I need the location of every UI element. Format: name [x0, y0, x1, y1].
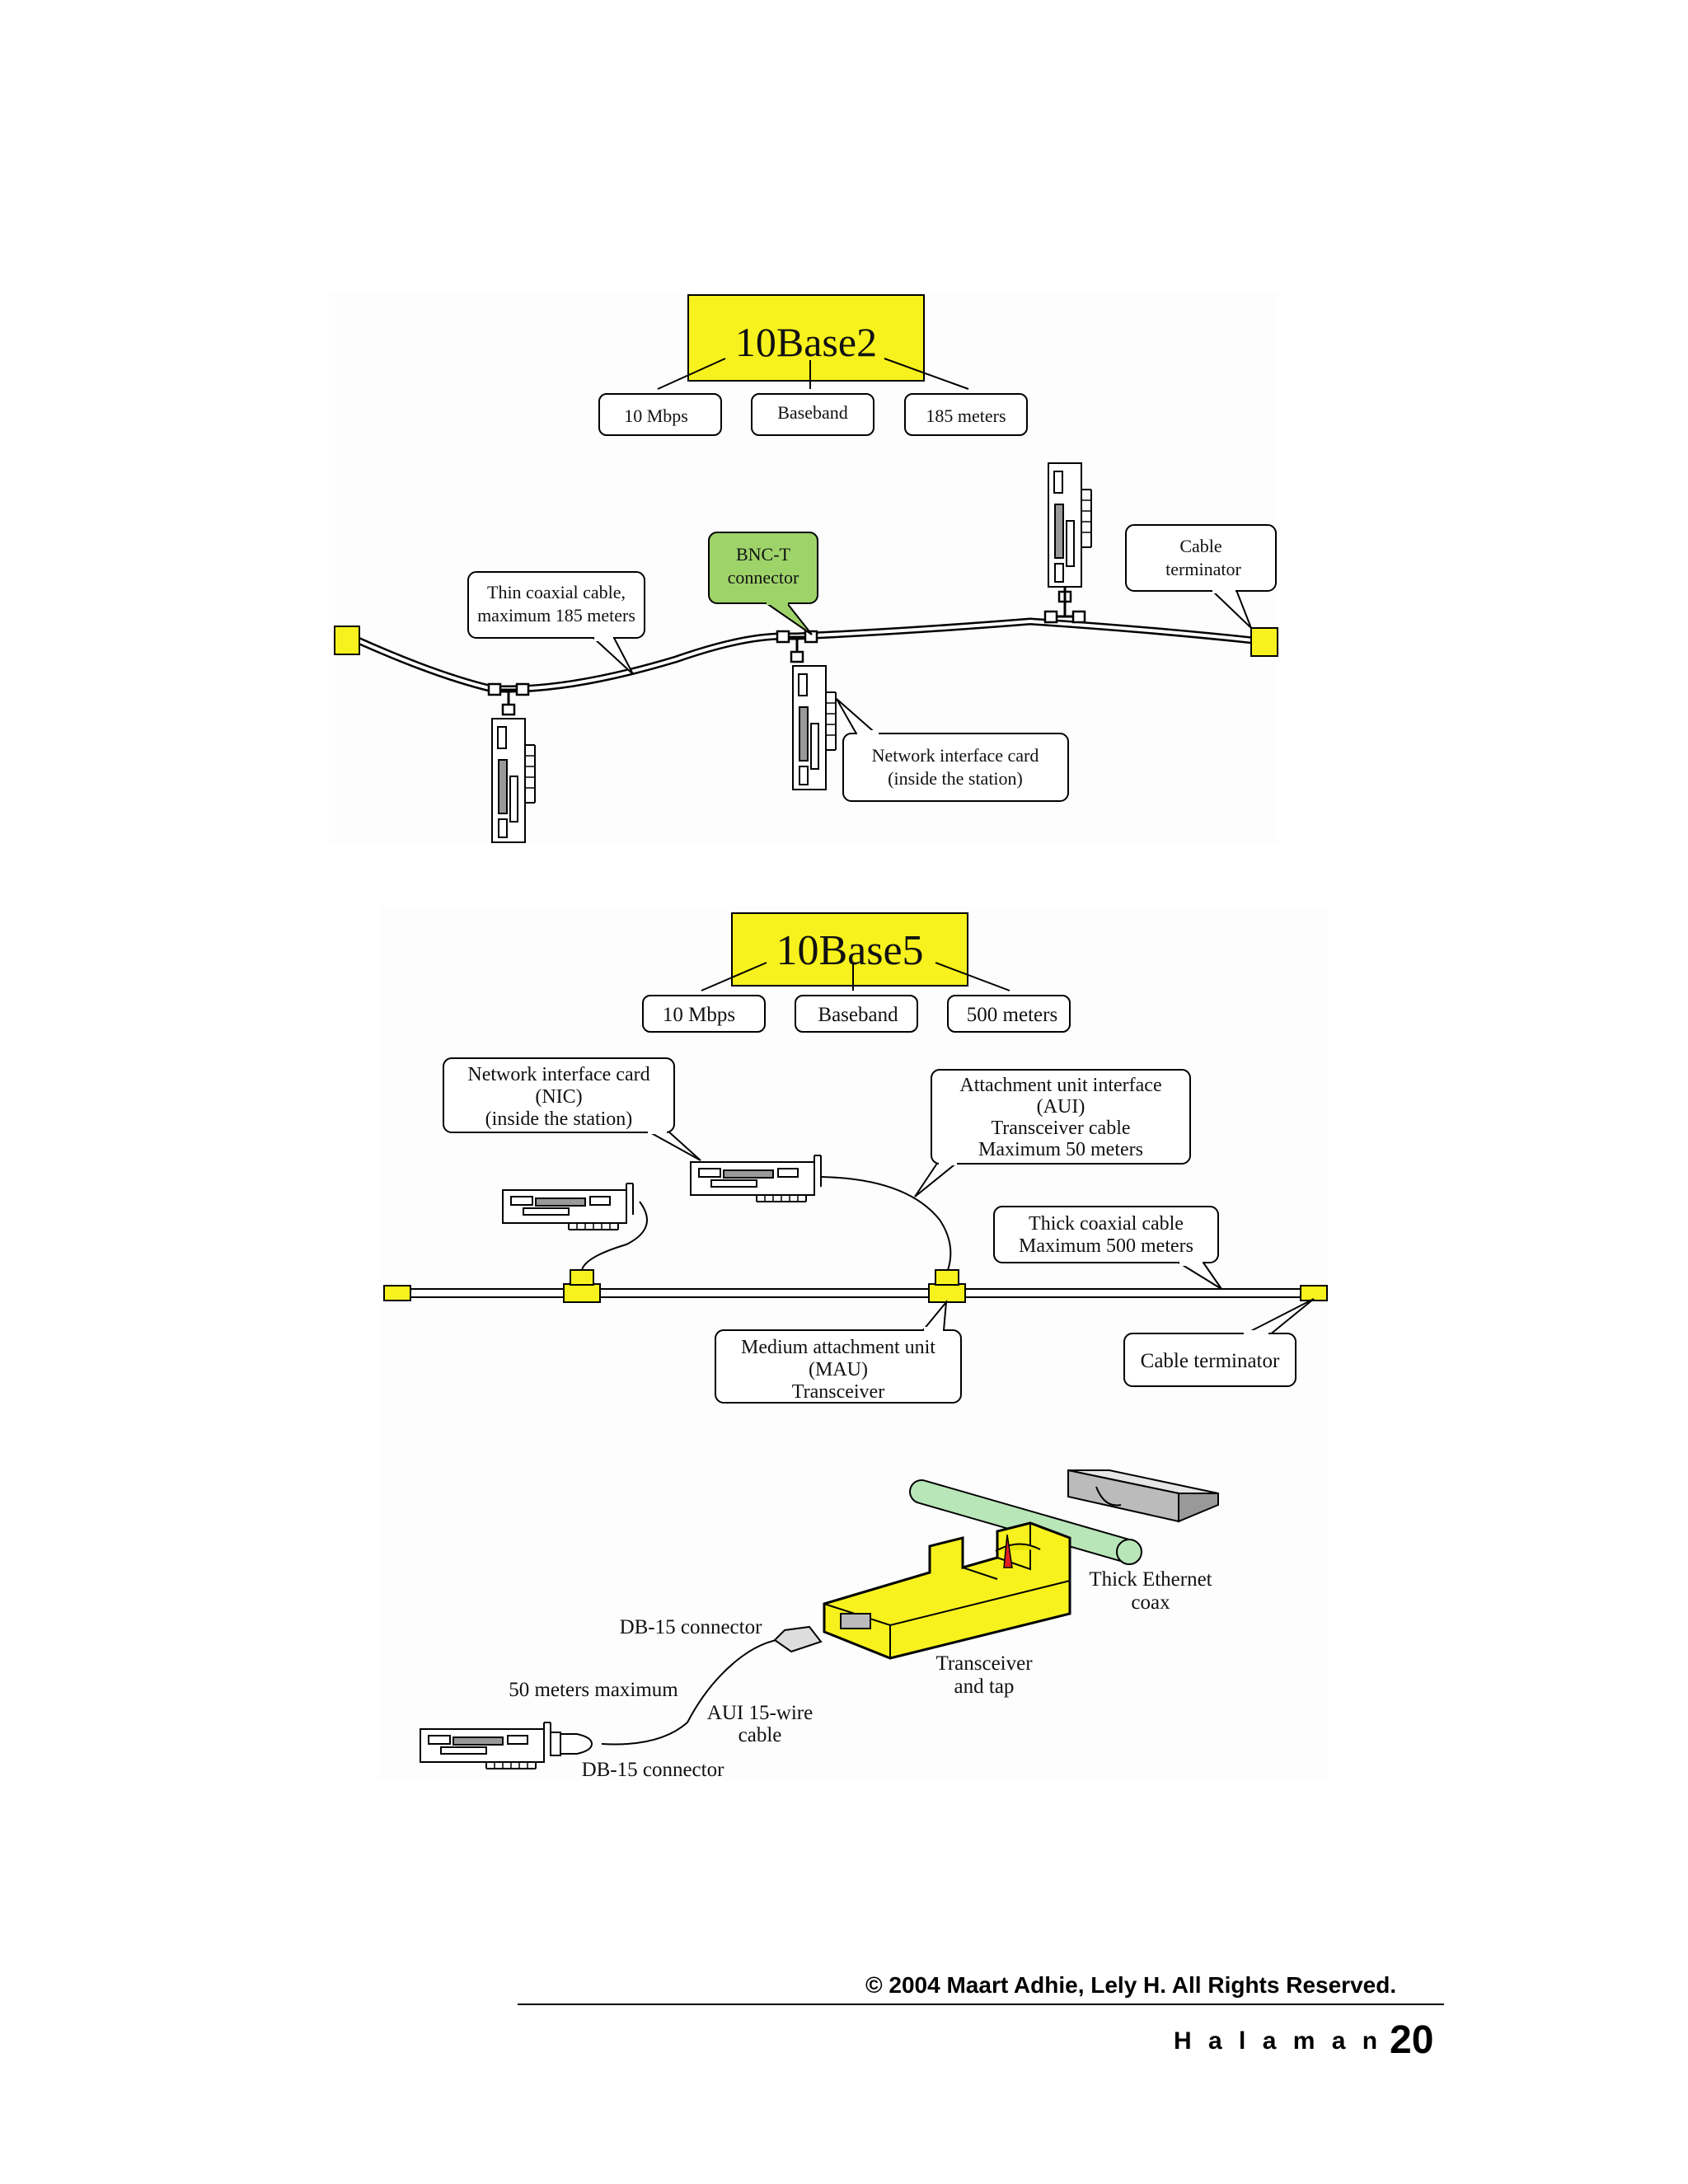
label-thick-ethernet: Thick Ethernet — [1089, 1568, 1212, 1591]
callout-cable-terminator: Cable terminator — [1125, 524, 1277, 629]
terminator-right-5 — [1300, 1285, 1328, 1301]
tag-10mbps-5: 10 Mbps — [642, 995, 766, 1033]
db15-port — [840, 1613, 871, 1629]
label-db15-bottom: DB-15 connector — [582, 1759, 725, 1781]
label-db15-top: DB-15 connector — [620, 1616, 763, 1638]
svg-text:(NIC): (NIC) — [535, 1086, 582, 1108]
title-box-10base5: 10Base5 — [701, 912, 1010, 991]
tag-baseband-5: Baseband — [795, 995, 918, 1033]
svg-text:Baseband: Baseband — [818, 1004, 898, 1026]
svg-text:(inside the station): (inside the station) — [888, 768, 1023, 789]
svg-text:185 meters: 185 meters — [926, 405, 1006, 426]
svg-text:(AUI): (AUI) — [1037, 1096, 1085, 1118]
svg-text:Transceiver cable: Transceiver cable — [991, 1118, 1130, 1139]
cable-terminator-left — [334, 626, 360, 655]
tag-500-meters: 500 meters — [947, 995, 1071, 1033]
mau-transceiver-1 — [563, 1269, 601, 1303]
svg-text:10 Mbps: 10 Mbps — [624, 405, 688, 426]
callout-terminator-5: Cable terminator — [1123, 1298, 1315, 1387]
footer-page-number: 20 — [1390, 2018, 1434, 2062]
svg-text:terminator: terminator — [1165, 559, 1241, 579]
db15-connector-bottom-shape — [550, 1732, 593, 1756]
cable-terminator-right — [1250, 627, 1278, 657]
label-aui-15-wire: AUI 15-wire — [707, 1702, 813, 1724]
svg-text:BNC-T: BNC-T — [736, 544, 791, 565]
svg-text:Attachment unit interface: Attachment unit interface — [959, 1075, 1161, 1096]
callout-thick-coax: Thick coaxial cable Maximum 500 meters — [993, 1206, 1222, 1290]
callout-thin-coax: Thin coaxial cable, maximum 185 meters — [467, 571, 645, 675]
aui-cable-left — [581, 1201, 648, 1271]
svg-text:Thin coaxial cable,: Thin coaxial cable, — [487, 582, 626, 602]
svg-text:Maximum 500 meters: Maximum 500 meters — [1019, 1235, 1193, 1257]
label-coax: coax — [1131, 1591, 1170, 1614]
footer-copyright: © 2004 Maart Adhie, Lely H. All Rights R… — [865, 1972, 1397, 1998]
mau-transceiver-2 — [928, 1269, 966, 1303]
title-10base5: 10Base5 — [776, 927, 923, 974]
thick-coax-cable — [399, 1288, 1312, 1298]
nic-card-left — [502, 1183, 634, 1230]
callout-mau: Medium attachment unit (MAU) Transceiver — [715, 1299, 962, 1404]
svg-text:(MAU): (MAU) — [809, 1359, 868, 1380]
callout-nic-10base5: Network interface card (NIC) (inside the… — [443, 1057, 701, 1161]
svg-text:Medium attachment unit: Medium attachment unit — [741, 1337, 935, 1358]
aui-cable-right — [820, 1176, 952, 1271]
terminator-left-5 — [383, 1285, 411, 1301]
label-and-tap: and tap — [954, 1675, 1015, 1698]
footer-page-label: H a l a m a n — [1174, 2027, 1383, 2055]
svg-text:connector: connector — [728, 567, 799, 588]
title-10base2: 10Base2 — [735, 319, 877, 365]
svg-text:Cable terminator: Cable terminator — [1141, 1350, 1280, 1372]
svg-text:500 meters: 500 meters — [967, 1004, 1057, 1026]
nic-card-aui — [420, 1722, 551, 1769]
svg-text:Network interface card: Network interface card — [467, 1064, 649, 1085]
label-aui-cable: cable — [738, 1724, 782, 1746]
aui-15-wire-cable — [601, 1638, 792, 1746]
label-50-meters-max: 50 meters maximum — [509, 1679, 678, 1701]
tag-baseband: Baseband — [751, 393, 874, 436]
tag-185-meters: 185 meters — [904, 393, 1028, 436]
svg-text:10 Mbps: 10 Mbps — [663, 1004, 735, 1026]
svg-text:Cable: Cable — [1179, 536, 1221, 556]
tag-10mbps: 10 Mbps — [598, 393, 722, 436]
thick-ethernet-coax — [909, 1479, 1142, 1565]
tap-probe — [1003, 1534, 1013, 1568]
callout-bnc-t: BNC-T connector — [708, 532, 818, 635]
svg-text:Transceiver: Transceiver — [792, 1381, 884, 1403]
transceiver-unit — [823, 1521, 1071, 1660]
callout-nic-10base2: Network interface card (inside the stati… — [836, 698, 1069, 802]
svg-text:Thick coaxial cable: Thick coaxial cable — [1029, 1213, 1184, 1235]
diagram-10base2: 10Base2 10 Mbps Baseband 185 meters — [330, 293, 1278, 845]
svg-text:Network interface card: Network interface card — [872, 745, 1039, 766]
tap-clamp — [1067, 1469, 1219, 1523]
db15-connector-top-shape — [773, 1625, 823, 1653]
diagram-transceiver-tap: Thick Ethernet coax DB-15 connector 50 m… — [420, 1469, 1219, 1781]
svg-text:Maximum 50 meters: Maximum 50 meters — [978, 1139, 1143, 1160]
label-transceiver: Transceiver — [935, 1652, 1033, 1675]
svg-text:(inside the station): (inside the station) — [485, 1108, 633, 1130]
nic-card-right — [690, 1155, 822, 1202]
svg-text:Baseband: Baseband — [777, 402, 848, 423]
title-box-10base2: 10Base2 — [657, 294, 969, 390]
svg-text:maximum 185 meters: maximum 185 meters — [477, 605, 635, 626]
diagram-10base5: 10Base5 10 Mbps Baseband 500 meters — [379, 907, 1328, 1780]
callout-aui: Attachment unit interface (AUI) Transcei… — [914, 1069, 1191, 1197]
